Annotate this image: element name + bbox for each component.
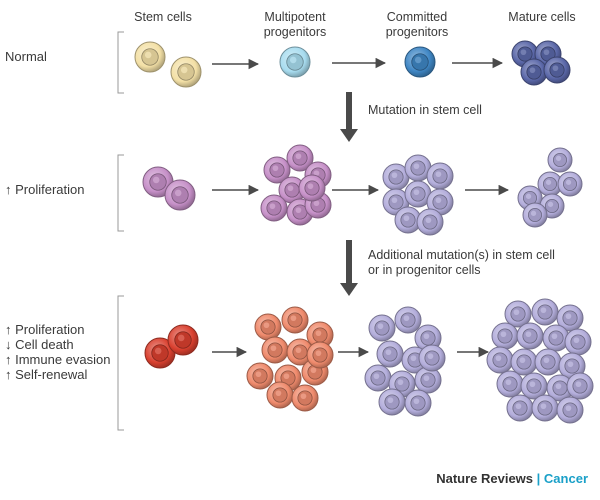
- row-bracket: [117, 295, 124, 431]
- committed-progenitor-cell: [418, 344, 446, 372]
- row-label-immune-evasion: ↑ Immune evasion: [5, 352, 111, 367]
- row-brackets: [117, 31, 124, 431]
- multipotent-progenitor-cell: [306, 341, 334, 369]
- multipotent-progenitor-cell: [266, 381, 294, 409]
- mature-cell: [537, 171, 563, 197]
- stem-cell-transformed: [167, 324, 199, 356]
- mature-cell: [547, 147, 573, 173]
- mature-cell: [564, 328, 592, 356]
- row-label-proliferation-2: ↑ Proliferation: [5, 322, 85, 337]
- mature-cell: [543, 56, 571, 84]
- mature-cell: [506, 394, 534, 422]
- committed-progenitor-cell: [394, 206, 422, 234]
- row-label-normal: Normal: [5, 49, 47, 64]
- mature-cell: [520, 58, 548, 86]
- stem-cell: [170, 56, 202, 88]
- multipotent-progenitor-cell: [263, 156, 291, 184]
- committed-progenitor-cell: [404, 154, 432, 182]
- mature-cell: [516, 322, 544, 350]
- committed-progenitor-cell: [382, 163, 410, 191]
- multipotent-progenitor-cell: [274, 364, 302, 392]
- credit-separator: |: [536, 471, 541, 486]
- multipotent-progenitor-cell: [254, 313, 282, 341]
- mature-cell: [504, 300, 532, 328]
- mutation-down-arrow: [340, 92, 358, 142]
- committed-progenitor-cell: [404, 46, 436, 78]
- mature-cell: [510, 348, 538, 376]
- multipotent-progenitor-cell: [260, 194, 288, 222]
- committed-progenitor-cell: [404, 180, 432, 208]
- stem-cell: [134, 41, 166, 73]
- transition-label-2-line2: or in progenitor cells: [368, 263, 481, 277]
- mature-cell: [486, 346, 514, 374]
- mature-cell: [531, 394, 559, 422]
- cells: [134, 40, 594, 424]
- mature-cell: [542, 324, 570, 352]
- journal-credit: Nature Reviews | Cancer: [436, 471, 588, 486]
- multipotent-progenitor-cell: [246, 362, 274, 390]
- mature-cell: [556, 396, 584, 424]
- credit-journal: Nature Reviews: [436, 471, 534, 486]
- stem-cell-mutated: [142, 166, 174, 198]
- header-stem-cells: Stem cells: [134, 10, 192, 24]
- multipotent-progenitor-cell: [286, 144, 314, 172]
- committed-progenitor-cell: [414, 366, 442, 394]
- mature-cell: [556, 304, 584, 332]
- mature-cell: [566, 372, 594, 400]
- mature-cell: [531, 298, 559, 326]
- mature-cell: [522, 202, 548, 228]
- committed-progenitor-cell: [376, 340, 404, 368]
- committed-progenitor-cell: [426, 162, 454, 190]
- multipotent-progenitor-cell: [281, 306, 309, 334]
- row-bracket: [117, 154, 124, 232]
- committed-progenitor-cell: [404, 389, 432, 417]
- mature-cell: [557, 171, 583, 197]
- committed-progenitor-cell: [414, 324, 442, 352]
- row-bracket: [117, 31, 124, 94]
- committed-progenitor-cell: [426, 188, 454, 216]
- mature-cell: [534, 348, 562, 376]
- multipotent-progenitor-cell: [291, 384, 319, 412]
- credit-section: Cancer: [543, 471, 588, 486]
- stem-cell-mutated: [164, 179, 196, 211]
- arrows: [212, 57, 510, 358]
- mature-cell: [491, 322, 519, 350]
- committed-progenitor-cell: [416, 208, 444, 236]
- row-label-proliferation: ↑ Proliferation: [5, 182, 85, 197]
- committed-progenitor-cell: [394, 306, 422, 334]
- multipotent-progenitor-cell: [298, 174, 326, 202]
- committed-progenitor-cell: [368, 314, 396, 342]
- row-label-cell-death: ↓ Cell death: [5, 337, 74, 352]
- multipotent-progenitor-cell: [286, 338, 314, 366]
- committed-progenitor-cell: [378, 388, 406, 416]
- row-label-self-renewal: ↑ Self-renewal: [5, 367, 88, 382]
- multipotent-progenitor-cell: [279, 46, 311, 78]
- stem-cell-transformed: [144, 337, 176, 369]
- header-mature-cells: Mature cells: [508, 10, 576, 24]
- multipotent-progenitor-cell: [261, 336, 289, 364]
- multipotent-progenitor-cell: [278, 176, 306, 204]
- committed-progenitor-cell: [364, 364, 392, 392]
- mature-cell: [496, 370, 524, 398]
- multipotent-progenitor-cell: [306, 321, 334, 349]
- transition-label-1: Mutation in stem cell: [368, 103, 482, 117]
- additional-mutation-down-arrow: [340, 240, 358, 296]
- transition-label-2-line1: Additional mutation(s) in stem cell: [368, 248, 555, 262]
